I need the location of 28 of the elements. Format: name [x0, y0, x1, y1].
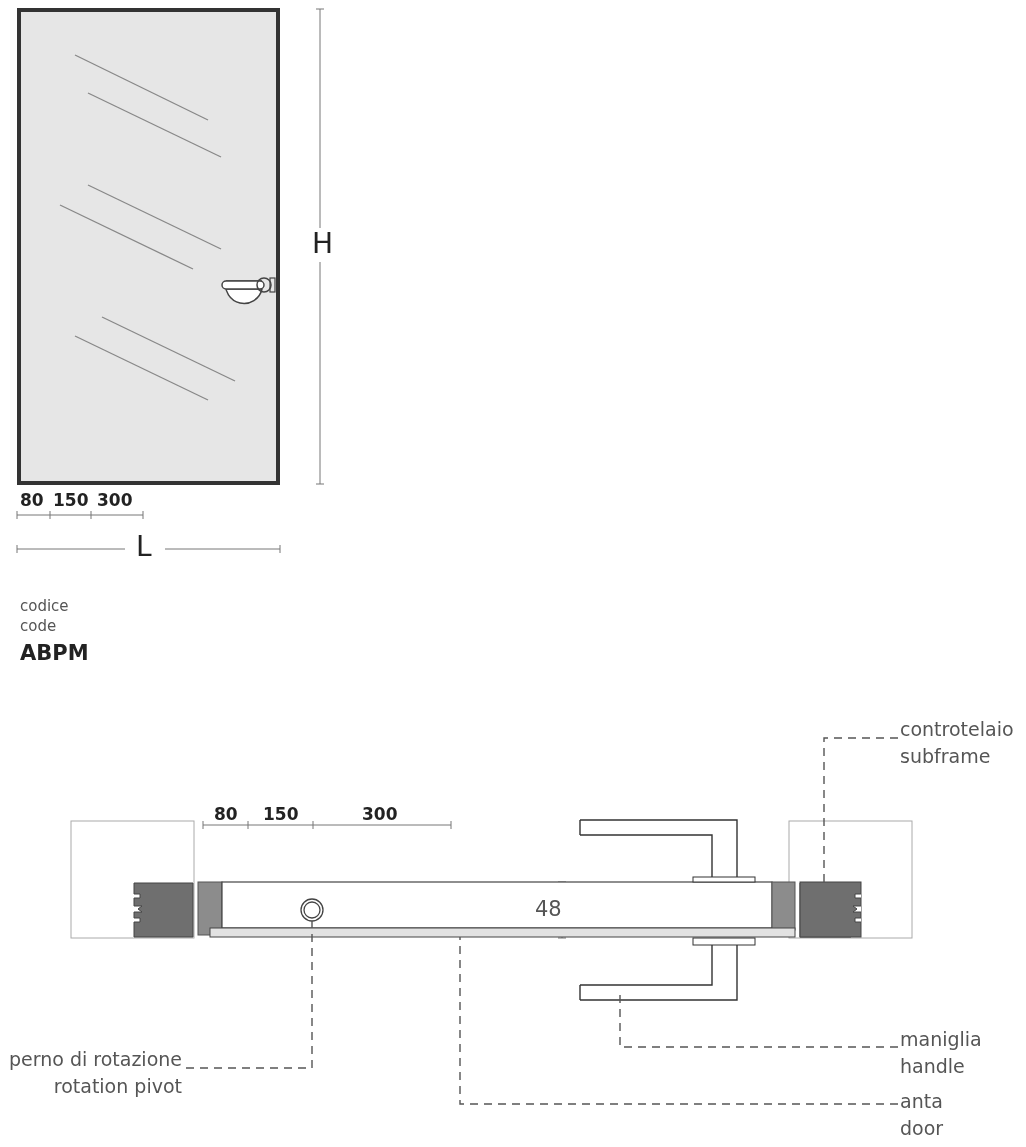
product-code: ABPM	[20, 643, 89, 664]
dimension-value: 80	[214, 806, 238, 823]
dimension-value: 300	[362, 806, 398, 823]
callout-label: door	[900, 1116, 944, 1141]
handle-drawing	[579, 819, 756, 1001]
subframe-profile	[799, 881, 862, 938]
dimension-value: 300	[97, 492, 133, 509]
leader-line	[185, 920, 313, 1069]
callout-label: subframe	[900, 744, 992, 769]
dimension-value: 150	[263, 806, 299, 823]
callout-label: handle	[900, 1054, 966, 1079]
callout-label: perno di rotazione	[8, 1047, 182, 1072]
callout-label: maniglia	[900, 1027, 982, 1052]
callout-label: anta	[900, 1089, 944, 1114]
dimension-value: 150	[53, 492, 89, 509]
door-panel	[209, 927, 796, 938]
caption-text: codice	[20, 599, 69, 614]
leader-line	[619, 994, 899, 1048]
callout-label: controtelaio	[900, 717, 1014, 742]
dimension-label: L	[136, 533, 152, 561]
dimension-label: H	[312, 230, 334, 258]
dimension-value: 48	[535, 899, 562, 920]
leader-line	[459, 936, 899, 1105]
callout-label: rotation pivot	[52, 1074, 182, 1099]
pivot-symbol	[300, 898, 324, 922]
leader-line	[823, 737, 899, 883]
caption-text: code	[20, 619, 57, 634]
dimension-value: 80	[20, 492, 44, 509]
